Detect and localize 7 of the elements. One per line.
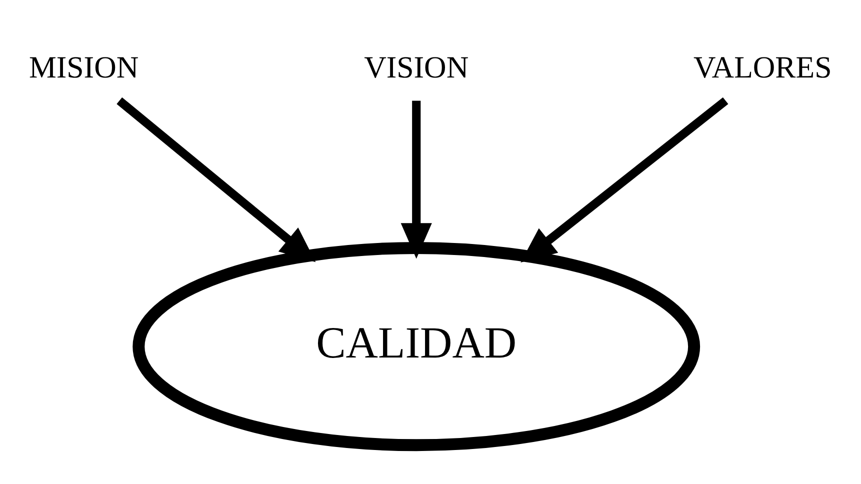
node-text: VALORES xyxy=(694,50,832,84)
arrow xyxy=(520,97,728,263)
arrow xyxy=(400,100,432,259)
arrow xyxy=(116,97,316,262)
node-text: VISION xyxy=(364,50,469,84)
node-text: MISION xyxy=(28,50,139,84)
node-ellipse: CALIDAD xyxy=(132,242,700,452)
